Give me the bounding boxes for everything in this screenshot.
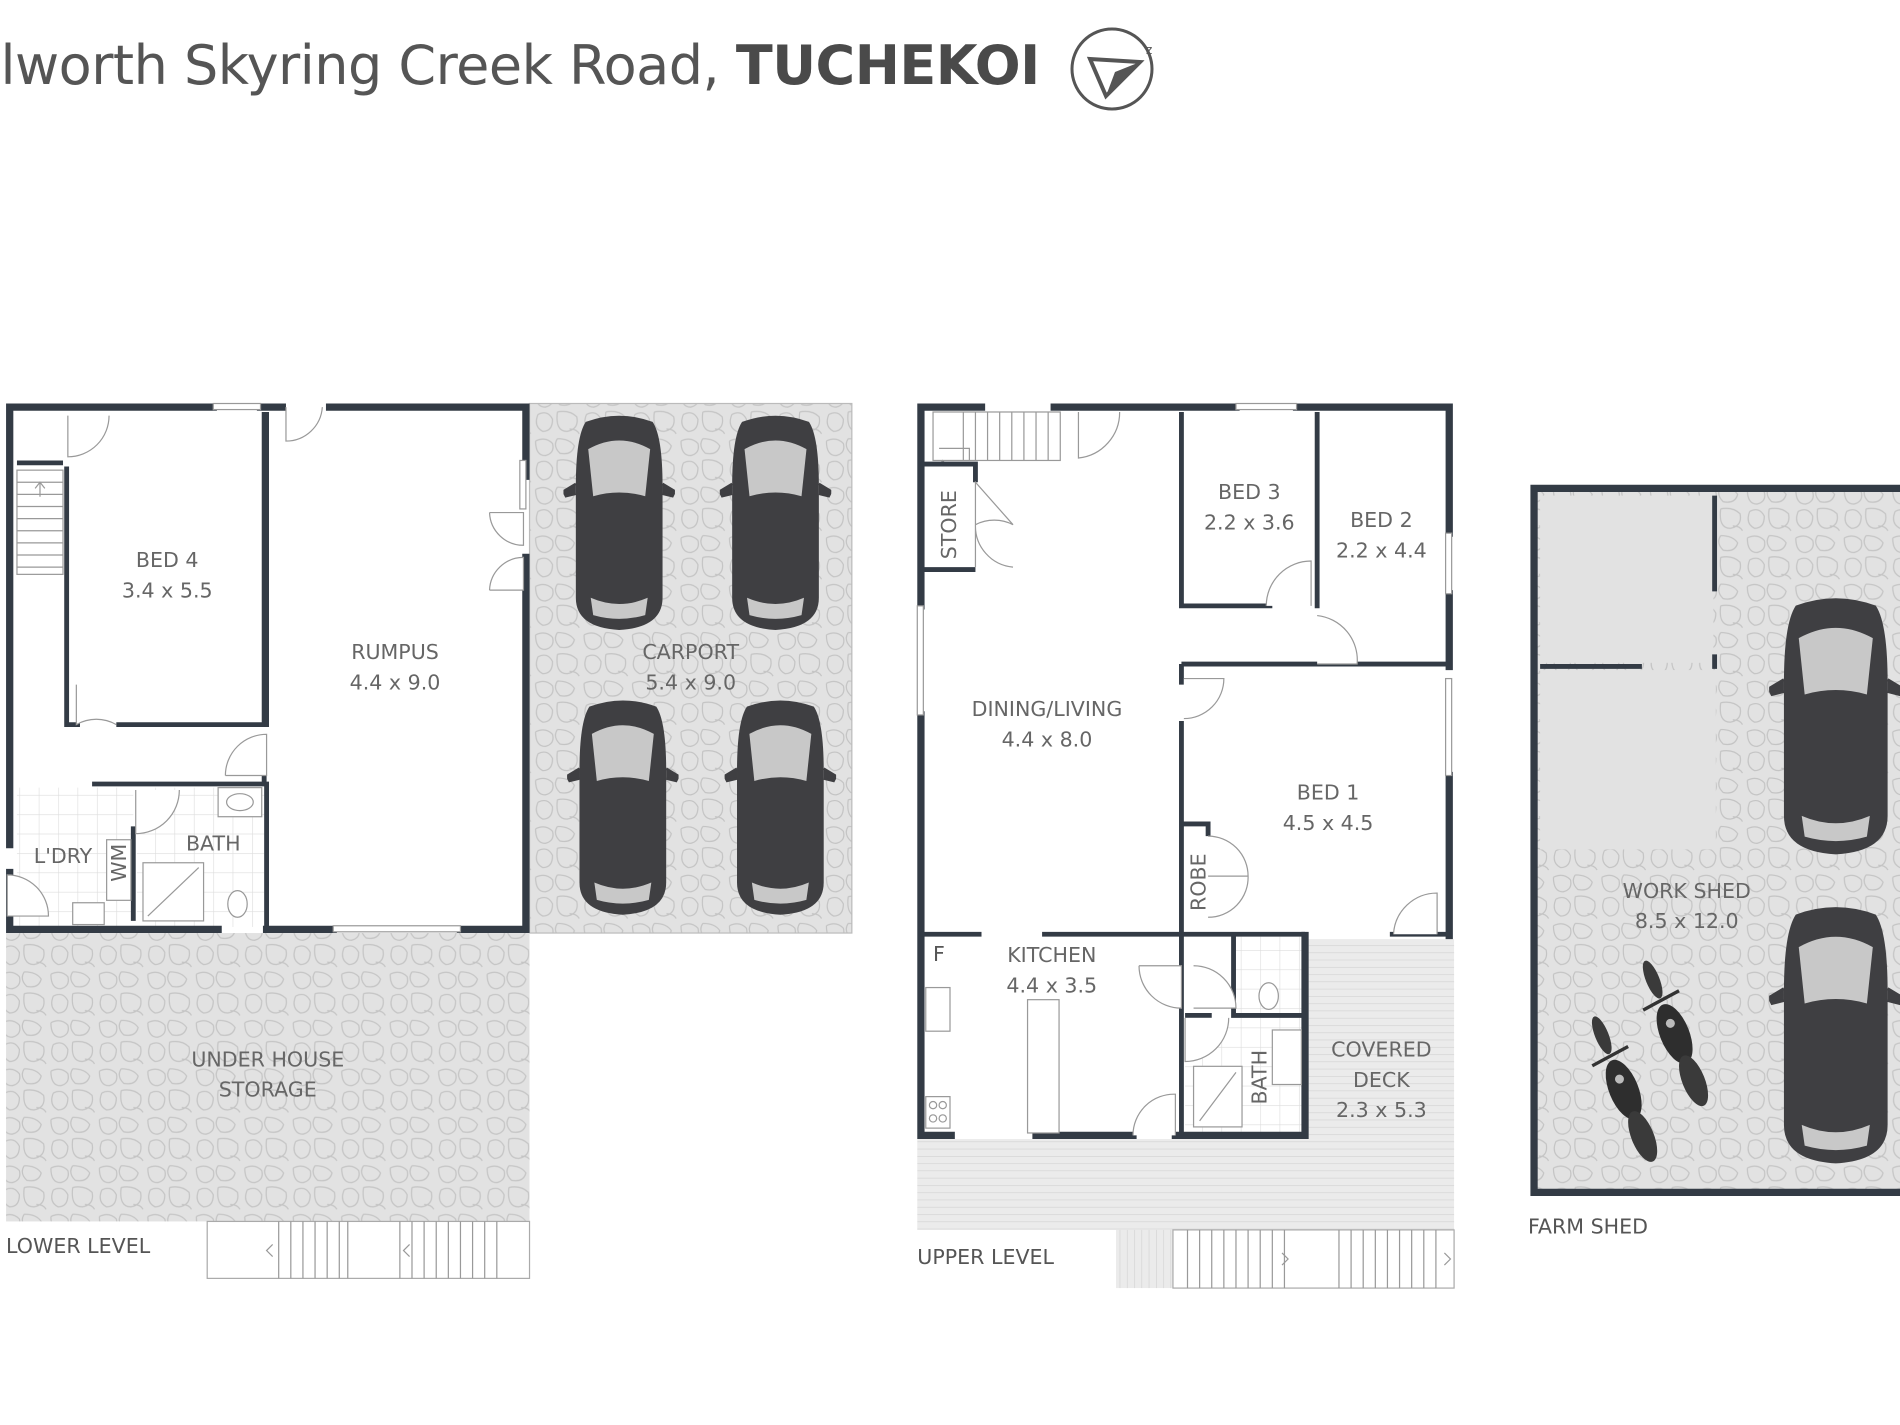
wm-label: WM: [107, 844, 131, 882]
upper-stairs: [932, 411, 1061, 466]
room-name-bed4: BED 4: [136, 548, 199, 572]
store-label: STORE: [937, 490, 961, 559]
fridge-label: F: [933, 942, 945, 966]
car-icon: [567, 699, 679, 916]
car-icon: [563, 414, 675, 632]
address-text: ilworth Skyring Creek Road,: [0, 34, 720, 97]
room-name-kitchen: KITCHEN: [1007, 943, 1096, 967]
room-size-rumpus: 4.4 x 9.0: [350, 670, 441, 694]
upper-doors: [974, 411, 1438, 1136]
bath-upper-label: BATH: [1247, 1050, 1271, 1105]
farm-shed-plan: WORK SHED 8.5 x 12.0 FARM SHED: [1528, 484, 1900, 1239]
deck-floor: [1308, 939, 1455, 1140]
basin-icon: [1271, 1029, 1303, 1086]
room-size-bed1: 4.5 x 4.5: [1283, 811, 1374, 835]
lower-doors: [6, 407, 525, 917]
room-name-storage-2: STORAGE: [219, 1078, 317, 1102]
room-size-living: 4.4 x 8.0: [1002, 727, 1093, 751]
lower-walls: [6, 402, 530, 934]
upper-walls: [916, 402, 1453, 1140]
lower-entry-stairs: [206, 1220, 531, 1279]
robe-label: ROBE: [1187, 853, 1211, 911]
basin-icon: [217, 787, 263, 818]
room-name-living: DINING/LIVING: [972, 697, 1123, 721]
room-name-bed1: BED 1: [1297, 781, 1360, 805]
car-icon: [724, 699, 837, 916]
room-size-deck: 2.3 x 5.3: [1336, 1098, 1427, 1122]
toilet-icon: [227, 890, 248, 918]
kitchen-bench: [1026, 999, 1060, 1134]
upper-level-plan: BED 3 2.2 x 3.6 BED 2 2.2 x 4.4 DINING/L…: [916, 402, 1455, 1289]
room-name-work-shed: WORK SHED: [1623, 879, 1751, 903]
lower-stairs: [16, 469, 64, 575]
room-size-bed3: 2.2 x 3.6: [1204, 511, 1295, 535]
room-size-bed4: 3.4 x 5.5: [122, 578, 213, 602]
cooktop-icon: [925, 1096, 951, 1129]
under-house-storage-floor: [6, 933, 530, 1222]
upper-level-label: UPPER LEVEL: [917, 1245, 1054, 1269]
room-name-deck: COVERED: [1331, 1038, 1431, 1062]
room-name-storage: UNDER HOUSE: [191, 1047, 344, 1071]
north-arrow-icon: z: [1070, 27, 1154, 111]
svg-text:z: z: [1146, 43, 1152, 57]
suburb-text: TUCHEKOI: [735, 34, 1040, 97]
room-name-deck-2: DECK: [1353, 1068, 1410, 1092]
lower-level-label: LOWER LEVEL: [6, 1234, 151, 1258]
room-name-carport: CARPORT: [642, 640, 739, 664]
lower-fixtures: [72, 787, 263, 926]
front-deck-floor: [917, 1139, 1455, 1230]
room-name-bed3: BED 3: [1218, 480, 1281, 504]
car-icon: [1769, 905, 1900, 1165]
lower-level-plan: BED 4 3.4 x 5.5 RUMPUS 4.4 x 9.0 CARPORT…: [6, 402, 853, 1279]
upper-fixtures: [925, 982, 1303, 1134]
room-name-rumpus: RUMPUS: [351, 640, 439, 664]
car-icon: [719, 414, 832, 632]
room-size-kitchen: 4.4 x 3.5: [1006, 973, 1097, 997]
room-size-carport: 5.4 x 9.0: [645, 670, 736, 694]
room-name-laundry: L'DRY: [34, 844, 93, 868]
car-icon: [1769, 596, 1900, 856]
property-title: ilworth Skyring Creek Road, TUCHEKOI: [0, 34, 1040, 97]
room-name-bed2: BED 2: [1350, 508, 1413, 532]
toilet-icon: [1258, 982, 1279, 1010]
room-size-work-shed: 8.5 x 12.0: [1635, 909, 1739, 933]
farm-shed-label: FARM SHED: [1528, 1215, 1648, 1239]
room-name-bath-lower: BATH: [186, 832, 241, 856]
upper-entry-stairs: [1172, 1229, 1455, 1289]
laundry-tub-icon: [72, 902, 105, 926]
room-size-bed2: 2.2 x 4.4: [1336, 538, 1427, 562]
sink-icon: [925, 986, 951, 1032]
